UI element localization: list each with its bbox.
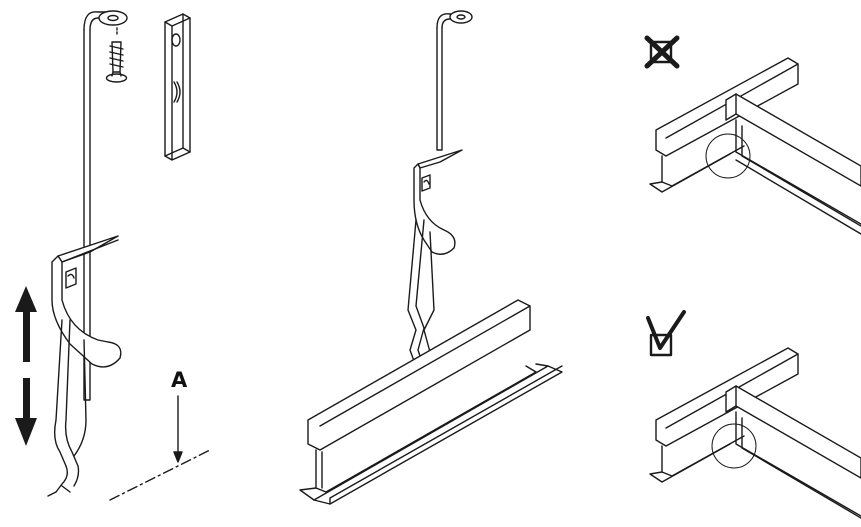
spirit-level [165, 14, 190, 160]
checked-box-icon [648, 312, 684, 355]
up-arrow-icon [15, 286, 37, 362]
hanger-clip-2 [408, 150, 462, 378]
screw-icon [107, 28, 127, 82]
panel-wrong-joint [647, 38, 861, 234]
cross-tee-wrong [650, 58, 861, 234]
crossed-box-icon [647, 38, 677, 66]
cross-tee-correct [650, 348, 861, 518]
hanger-rod-2 [437, 11, 472, 150]
joint-highlight-circle [712, 424, 756, 468]
down-arrow-icon [15, 378, 37, 446]
hanger-rod [84, 11, 127, 400]
main-runner [300, 300, 562, 504]
hanger-clip [48, 236, 121, 496]
dimension-label-a: A [171, 368, 188, 392]
panel-hanger-adjustment [15, 11, 210, 500]
panel-hanger-on-runner [300, 11, 562, 504]
panel-correct-joint [648, 312, 861, 518]
gap-highlight-circle [706, 134, 750, 178]
dimension-line [110, 396, 210, 500]
